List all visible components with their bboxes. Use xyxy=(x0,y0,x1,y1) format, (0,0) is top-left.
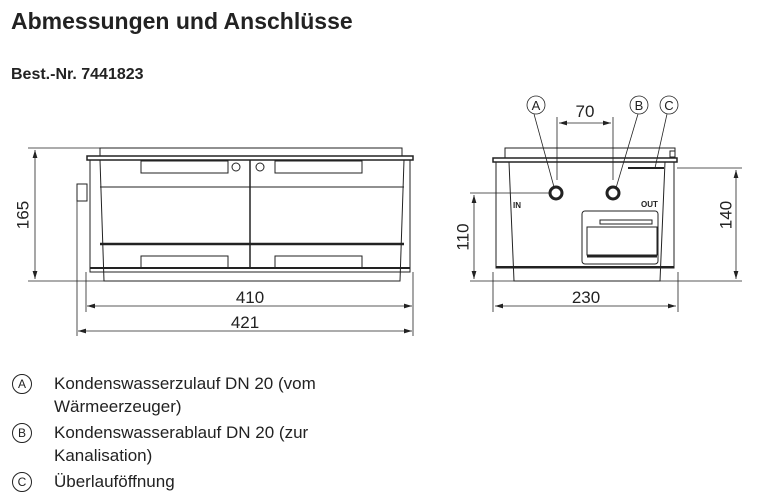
in-label: IN xyxy=(513,201,521,210)
legend-text: Überlauföffnung xyxy=(54,472,175,491)
callout-a: A xyxy=(532,98,541,113)
side-view xyxy=(492,147,678,282)
dim-length-421: 421 xyxy=(231,313,259,332)
order-number: Best.-Nr. 7441823 xyxy=(11,66,144,83)
dim-height-110: 110 xyxy=(453,223,472,250)
legend-marker-a: A xyxy=(12,374,32,394)
legend: A Kondenswasserzulauf DN 20 (vom Wärmeer… xyxy=(12,372,394,496)
out-label: OUT xyxy=(641,200,658,209)
legend-item: C Überlauföffnung xyxy=(12,470,394,493)
callout-c: C xyxy=(664,98,673,113)
legend-marker-b: B xyxy=(12,423,32,443)
dim-length-410: 410 xyxy=(236,288,264,307)
legend-text: Kondenswasserzulauf DN 20 (vom Wärmeerze… xyxy=(54,374,316,416)
legend-text: Kondenswasserablauf DN 20 (zur Kanalisat… xyxy=(54,423,309,465)
legend-item: B Kondenswasserablauf DN 20 (zur Kanalis… xyxy=(12,421,394,467)
dim-height-165: 165 xyxy=(13,201,32,229)
dim-spacing-70: 70 xyxy=(576,102,595,121)
legend-item: A Kondenswasserzulauf DN 20 (vom Wärmeer… xyxy=(12,372,394,418)
callout-b: B xyxy=(635,98,644,113)
legend-marker-c: C xyxy=(12,472,32,492)
dim-width-230: 230 xyxy=(572,288,600,307)
side-dimensions xyxy=(470,95,742,312)
dim-height-140: 140 xyxy=(716,201,735,229)
page-title: Abmessungen und Anschlüsse xyxy=(11,8,353,34)
front-dimensions xyxy=(28,147,414,336)
front-view xyxy=(76,147,414,282)
